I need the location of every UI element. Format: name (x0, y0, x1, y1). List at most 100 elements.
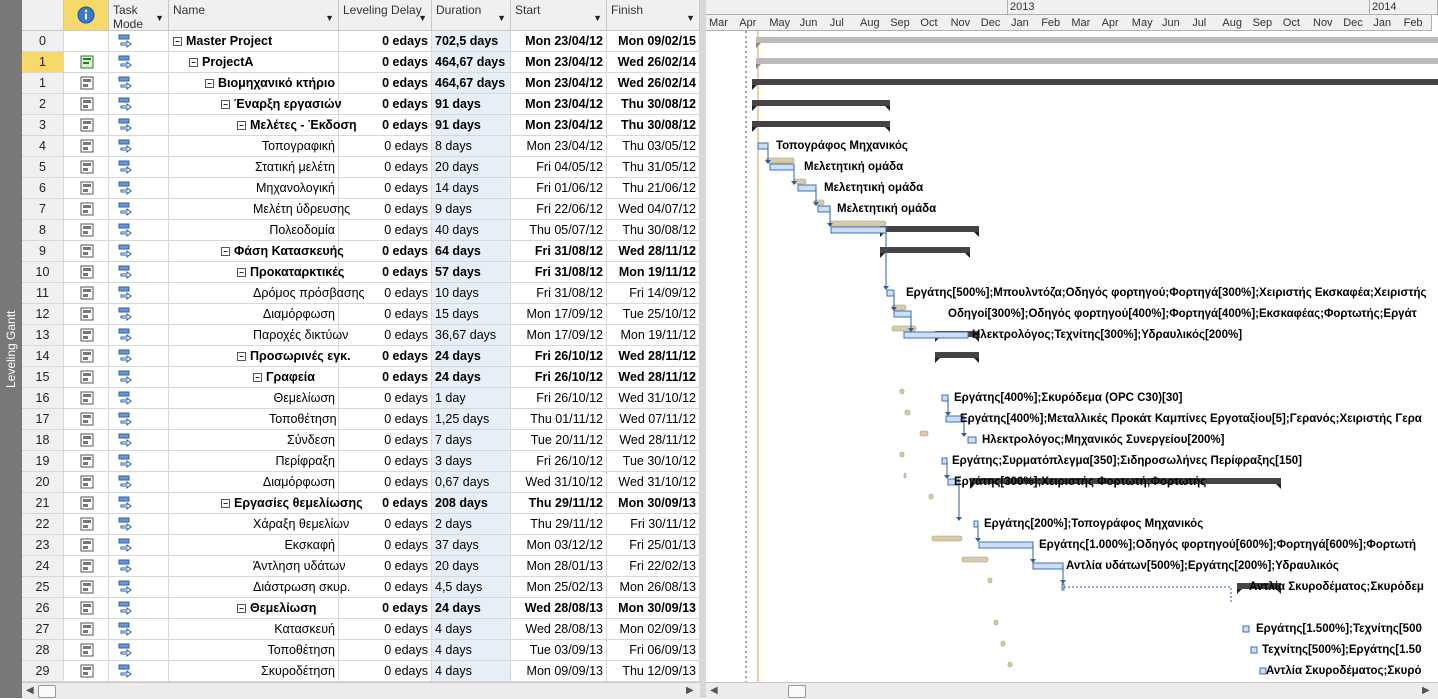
finish-cell[interactable]: Fri 30/11/12 (607, 514, 700, 535)
duration-cell[interactable]: 1 day (432, 388, 511, 409)
finish-cell[interactable]: Tue 25/10/12 (607, 304, 700, 325)
task-name-cell[interactable]: Στατική μελέτη (169, 157, 339, 178)
leveling-delay-header[interactable]: Leveling Delay▼ (339, 0, 432, 31)
start-cell[interactable]: Thu 01/11/12 (511, 409, 607, 430)
view-splitter[interactable] (700, 0, 706, 698)
row-id[interactable]: 1 (22, 52, 64, 73)
duration-cell[interactable]: 3 days (432, 451, 511, 472)
start-cell[interactable]: Fri 26/10/12 (511, 451, 607, 472)
row-id[interactable]: 15 (22, 367, 64, 388)
duration-header[interactable]: Duration▼ (432, 0, 511, 31)
finish-cell[interactable]: Mon 19/11/12 (607, 262, 700, 283)
duration-cell[interactable]: 36,67 days (432, 325, 511, 346)
task-mode-cell[interactable] (109, 577, 169, 598)
duration-cell[interactable]: 4 days (432, 619, 511, 640)
duration-cell[interactable]: 57 days (432, 262, 511, 283)
finish-cell[interactable]: Fri 14/09/12 (607, 283, 700, 304)
row-id[interactable]: 13 (22, 325, 64, 346)
task-mode-cell[interactable] (109, 157, 169, 178)
start-cell[interactable]: Mon 23/04/12 (511, 52, 607, 73)
row-id[interactable]: 24 (22, 556, 64, 577)
start-cell[interactable]: Thu 29/11/12 (511, 493, 607, 514)
leveling-delay-cell[interactable]: 0 edays (339, 73, 432, 94)
start-cell[interactable]: Fri 22/06/12 (511, 199, 607, 220)
collapse-toggle[interactable]: − (237, 604, 246, 613)
start-cell[interactable]: Mon 28/01/13 (511, 556, 607, 577)
start-cell[interactable]: Mon 17/09/12 (511, 304, 607, 325)
scroll-right-icon[interactable]: ▶ (686, 685, 694, 696)
finish-cell[interactable]: Thu 30/08/12 (607, 115, 700, 136)
start-cell[interactable]: Fri 31/08/12 (511, 262, 607, 283)
row-id[interactable]: 28 (22, 640, 64, 661)
task-mode-cell[interactable] (109, 94, 169, 115)
task-mode-cell[interactable] (109, 241, 169, 262)
finish-cell[interactable]: Wed 31/10/12 (607, 388, 700, 409)
finish-cell[interactable]: Thu 30/08/12 (607, 94, 700, 115)
row-id[interactable]: 27 (22, 619, 64, 640)
task-mode-cell[interactable] (109, 262, 169, 283)
task-mode-cell[interactable] (109, 409, 169, 430)
duration-cell[interactable]: 9 days (432, 199, 511, 220)
finish-cell[interactable]: Fri 06/09/13 (607, 640, 700, 661)
finish-cell[interactable]: Wed 28/11/12 (607, 241, 700, 262)
row-id[interactable]: 23 (22, 535, 64, 556)
task-name-cell[interactable]: −Γραφεία (169, 367, 339, 388)
task-name-cell[interactable]: Πολεοδομία (169, 220, 339, 241)
start-cell[interactable]: Fri 04/05/12 (511, 157, 607, 178)
select-all-corner[interactable] (22, 0, 64, 31)
finish-cell[interactable]: Mon 09/02/15 (607, 31, 700, 52)
finish-cell[interactable]: Mon 26/08/13 (607, 577, 700, 598)
task-mode-cell[interactable] (109, 535, 169, 556)
task-mode-cell[interactable] (109, 220, 169, 241)
duration-cell[interactable]: 20 days (432, 556, 511, 577)
row-id[interactable]: 29 (22, 661, 64, 682)
task-grid[interactable]: Task Mode▼ Name▼ Leveling Delay▼ Duratio… (22, 0, 700, 682)
row-id[interactable]: 5 (22, 157, 64, 178)
leveling-delay-cell[interactable]: 0 edays (339, 430, 432, 451)
row-id[interactable]: 19 (22, 451, 64, 472)
row-id[interactable]: 14 (22, 346, 64, 367)
finish-cell[interactable]: Wed 28/11/12 (607, 367, 700, 388)
leveling-delay-cell[interactable]: 0 edays (339, 157, 432, 178)
leveling-delay-cell[interactable]: 0 edays (339, 283, 432, 304)
chevron-down-icon[interactable]: ▼ (418, 13, 427, 23)
indicators-header[interactable] (64, 0, 109, 31)
leveling-delay-cell[interactable]: 0 edays (339, 388, 432, 409)
finish-cell[interactable]: Fri 25/01/13 (607, 535, 700, 556)
row-id[interactable]: 22 (22, 514, 64, 535)
duration-cell[interactable]: 24 days (432, 367, 511, 388)
row-id[interactable]: 7 (22, 199, 64, 220)
row-id[interactable]: 4 (22, 136, 64, 157)
start-cell[interactable]: Mon 25/02/13 (511, 577, 607, 598)
row-id[interactable]: 1 (22, 73, 64, 94)
task-mode-cell[interactable] (109, 304, 169, 325)
duration-cell[interactable]: 91 days (432, 94, 511, 115)
leveling-delay-cell[interactable]: 0 edays (339, 220, 432, 241)
leveling-delay-cell[interactable]: 0 edays (339, 115, 432, 136)
task-name-cell[interactable]: −Προσωρινές εγκ. (169, 346, 351, 367)
task-mode-cell[interactable] (109, 367, 169, 388)
duration-cell[interactable]: 24 days (432, 598, 511, 619)
collapse-toggle[interactable]: − (253, 373, 262, 382)
leveling-delay-cell[interactable]: 0 edays (339, 451, 432, 472)
task-name-cell[interactable]: −Master Project (169, 31, 339, 52)
start-cell[interactable]: Thu 05/07/12 (511, 220, 607, 241)
row-id[interactable]: 10 (22, 262, 64, 283)
start-cell[interactable]: Wed 31/10/12 (511, 472, 607, 493)
start-cell[interactable]: Mon 03/12/12 (511, 535, 607, 556)
duration-cell[interactable]: 4 days (432, 640, 511, 661)
